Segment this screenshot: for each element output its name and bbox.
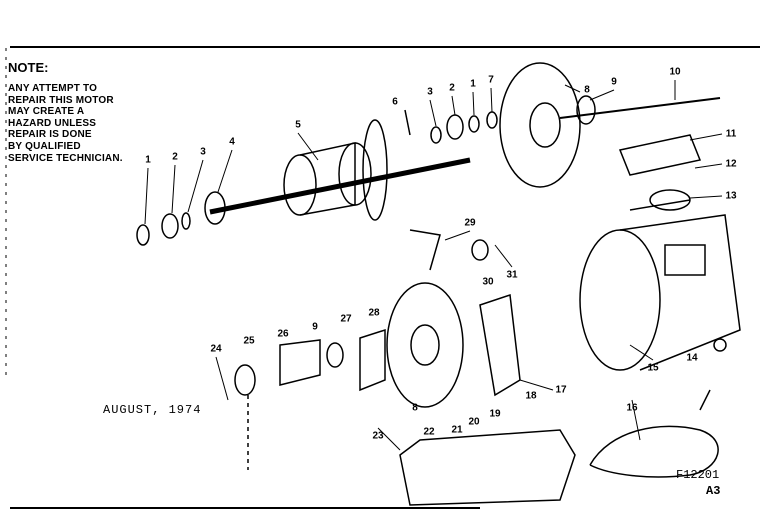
part-label: 25 xyxy=(243,335,255,347)
repair-warning-note: NOTE: ANY ATTEMPT TO REPAIR THIS MOTOR M… xyxy=(8,60,123,164)
part-label: 13 xyxy=(725,190,737,202)
part-label: 19 xyxy=(489,408,501,420)
part-label: 11 xyxy=(725,128,737,140)
part-label: 22 xyxy=(423,426,435,438)
bearings-left xyxy=(136,191,226,246)
part-label: 14 xyxy=(686,352,698,364)
part-label: 30 xyxy=(482,276,494,288)
note-line: BY QUALIFIED xyxy=(8,140,81,152)
part-label: 8 xyxy=(412,402,418,414)
part-label: 1 xyxy=(470,78,476,90)
end-bell-front xyxy=(499,62,721,188)
part-label: 7 xyxy=(488,74,494,86)
base-bracket xyxy=(399,429,576,506)
part-label: 8 xyxy=(584,84,590,96)
part-label: 2 xyxy=(172,151,178,163)
motor-frame xyxy=(579,214,741,371)
revision-code: A3 xyxy=(706,484,721,498)
part-label: 31 xyxy=(506,269,518,281)
part-label: 12 xyxy=(725,158,737,170)
part-label: 26 xyxy=(277,328,289,340)
cord-harness xyxy=(589,389,719,478)
switch-end-bell xyxy=(386,229,521,408)
part-label: 21 xyxy=(451,424,463,436)
part-label: 9 xyxy=(611,76,617,88)
figure-code: F12201 xyxy=(676,468,720,482)
part-label: 18 xyxy=(525,390,537,402)
note-line: SERVICE TECHNICIAN. xyxy=(8,152,123,164)
note-line: ANY ATTEMPT TO xyxy=(8,83,98,94)
part-label: 6 xyxy=(392,96,398,108)
part-label: 20 xyxy=(468,416,480,428)
note-title: NOTE: xyxy=(8,60,49,75)
part-label: 10 xyxy=(669,66,681,78)
part-label: 24 xyxy=(210,343,222,355)
diagram-date: AUGUST, 1974 xyxy=(103,403,202,417)
part-label: 16 xyxy=(626,402,638,414)
part-label: 23 xyxy=(372,430,384,442)
bearings-right xyxy=(404,109,498,144)
note-line: REPAIR THIS MOTOR xyxy=(8,94,114,106)
part-label: 3 xyxy=(427,86,433,98)
part-label: 27 xyxy=(340,313,352,325)
part-label: 5 xyxy=(295,119,301,131)
cover-capacitor xyxy=(618,134,702,211)
rotor-shaft xyxy=(209,119,471,221)
part-label: 9 xyxy=(312,321,318,333)
part-label: 28 xyxy=(368,307,380,319)
part-label: 4 xyxy=(229,136,235,148)
part-label: 17 xyxy=(555,384,567,396)
part-label: 15 xyxy=(647,362,659,374)
note-line: HAZARD UNLESS xyxy=(8,117,97,129)
part-label: 1 xyxy=(145,154,151,166)
left-small-parts xyxy=(234,328,386,470)
part-label: 2 xyxy=(449,82,455,94)
note-line: MAY CREATE A xyxy=(8,106,85,118)
leader-lines xyxy=(144,80,723,451)
part-label: 29 xyxy=(464,217,476,229)
note-line: REPAIR IS DONE xyxy=(8,129,92,141)
part-label: 3 xyxy=(200,146,206,158)
